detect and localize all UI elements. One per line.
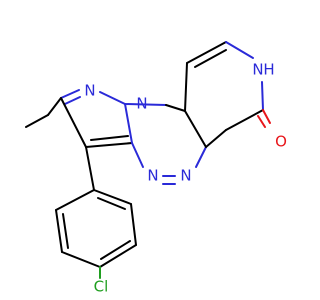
bond-n9-c9a — [124, 103, 167, 106]
bond-n1-n9 — [99, 91, 126, 105]
atom-n-lactam: N — [252, 61, 263, 79]
bonds — [25, 41, 271, 279]
bond-c3-ph1 — [85, 146, 95, 191]
bond-ph1-ph2 — [55, 189, 95, 211]
atom-h-lactam: H — [263, 61, 274, 79]
bond-ethyl-ch3 — [25, 114, 49, 128]
bond-n5-c5a — [195, 146, 207, 168]
structure-canvas: N N N N N H O Cl — [25, 41, 287, 296]
bond-c2-c3 — [60, 97, 87, 148]
bond-c3-c3a — [85, 142, 133, 148]
bond-c3-c3a-double — [90, 135, 129, 141]
bond-c3a-n9 — [124, 103, 133, 144]
molecule-drawing: N N N N N H O Cl — [25, 41, 287, 296]
bond-ph2-ph3-double — [62, 213, 69, 249]
bond-c9a-c9 — [184, 62, 188, 112]
bond-ph4-ph5-double — [100, 240, 131, 260]
bond-n7-c6 — [261, 81, 264, 111]
bond-ph4-ph5 — [99, 244, 137, 268]
bond-ph6-ph1-double — [97, 197, 126, 210]
bond-c2-n1-double — [64, 96, 81, 105]
atom-o-carbonyl: O — [275, 133, 287, 151]
bond-c5a-c9b — [184, 110, 207, 148]
bond-c5a-c9a-link — [205, 129, 227, 148]
bond-c8-n7 — [225, 41, 254, 59]
bond-c6-o-double — [257, 115, 266, 128]
bond-c6-o — [262, 109, 271, 124]
bond-c9b-c9a — [165, 104, 186, 112]
bond-c6-c5a — [225, 109, 264, 131]
bond-ph5-ph6 — [130, 203, 137, 246]
bond-c3a-n4 — [131, 142, 144, 168]
bond-ph3-ph4 — [61, 251, 101, 268]
atom-labels: N N N N N H O Cl — [84, 61, 287, 296]
atom-n-triazine-left: N — [147, 167, 158, 185]
bond-c9-c8-double — [194, 49, 227, 68]
atom-n-bridgehead: N — [136, 95, 147, 113]
bond-c2-n1 — [60, 89, 80, 99]
bond-ethyl-ch2 — [47, 97, 62, 116]
atom-n-pyrazole-top: N — [84, 82, 95, 100]
bond-ph2-ph3 — [55, 209, 63, 253]
atom-n-triazine-right: N — [180, 167, 191, 185]
bond-c9-c8 — [186, 41, 227, 64]
atom-cl-substituent: Cl — [94, 278, 109, 296]
bond-ph6-ph1 — [93, 189, 132, 205]
